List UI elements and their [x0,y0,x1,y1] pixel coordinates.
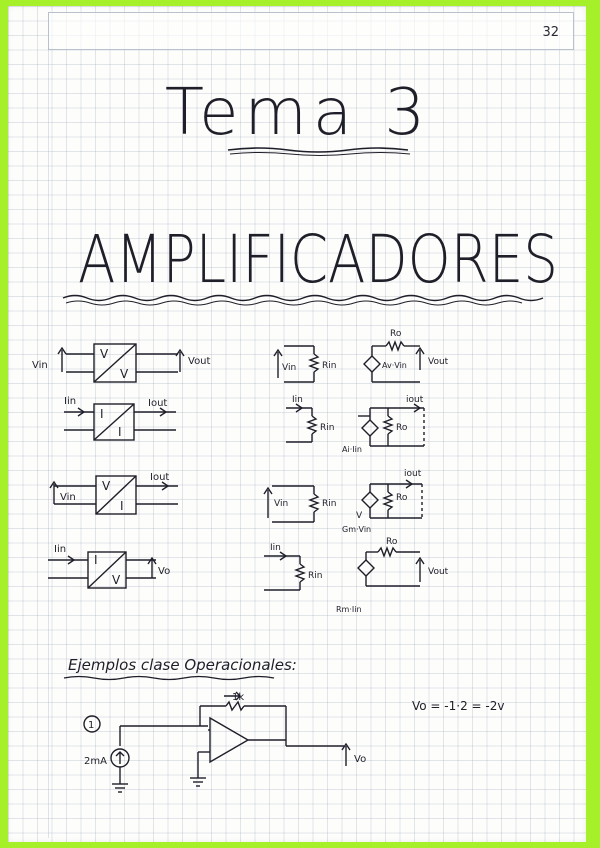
model-transconductance-iout: iout [404,469,422,479]
subtitle-underline [62,294,544,302]
block-transconductance-out-label: Iout [150,472,169,483]
block-transconductance-top: V [102,479,111,493]
model-voltage-amplifier [273,340,425,383]
block-voltage-bottom: V [120,367,129,381]
title-underline-2 [229,152,411,156]
block-voltage-out-label: Vout [188,356,211,367]
block-current-amplifier [64,403,176,441]
block-transresistance-top: I [94,553,98,567]
block-transconductance-bottom: I [120,499,124,513]
model-current-iin: Iin [292,395,303,405]
block-voltage-amplifier [57,343,185,383]
block-transresistance-in-label: Iin [54,544,66,555]
page-header: 32 [48,12,574,50]
model-current-ro: Ro [396,423,408,433]
block-current-bottom: I [118,425,122,439]
notebook-page: 32 Tema 3 Amplificadores [8,6,586,842]
examples-heading: Ejemplos clase Operacionales: [68,656,297,674]
model-transresistance-amplifier [264,546,425,591]
block-current-in-label: Iin [64,396,76,407]
model-transconductance-rin: Rin [322,499,336,509]
model-transconductance-src: Gm·Vin [342,525,371,534]
title-underline [227,147,409,153]
example-output-label: Vo [354,754,366,765]
block-transconductance-amplifier [49,475,178,515]
block-current-out-label: Iout [148,398,167,409]
model-transconductance-ro: Ro [396,493,408,503]
examples-heading-underline [63,675,275,681]
model-current-src: Ai·Iin [342,445,362,454]
block-voltage-in-label: Vin [32,360,48,371]
example-number: 1 [88,720,94,731]
model-transconductance-amplifier [263,479,423,523]
model-voltage-src: Av·Vin [382,361,407,370]
page-number: 32 [542,25,559,40]
model-voltage-vin: Vin [282,363,296,373]
model-voltage-vout: Vout [428,357,449,367]
model-voltage-ro: Ro [390,329,402,339]
block-transresistance-amplifier [48,551,157,589]
block-current-top: I [100,407,104,421]
example-feedback-label: 1k [232,692,244,703]
page-subtitle: Amplificadores [78,221,558,298]
example-equation: Vo = -1·2 = -2v [412,699,504,713]
model-transresistance-vout: Vout [428,567,449,577]
block-voltage-top: V [100,347,109,361]
model-current-iout: iout [406,395,424,405]
block-transresistance-bottom: V [112,573,121,587]
model-transconductance-v: V [356,511,363,521]
block-transresistance-out-label: Vo [158,566,170,577]
model-transresistance-rin: Rin [308,571,322,581]
model-transconductance-vin: Vin [274,499,288,509]
model-transresistance-ro: Ro [386,537,398,547]
model-transresistance-src: Rm·Iin [336,605,362,614]
block-transconductance-in-label: Vin [60,492,76,503]
model-current-amplifier [286,403,425,447]
model-current-rin: Rin [320,423,334,433]
model-transresistance-iin: Iin [270,543,281,553]
example-source-label: 2mA [84,756,107,767]
page-title: Tema 3 [165,76,431,150]
example-1-circuit [83,691,351,793]
handwritten-content: Tema 3 Amplificadores [32,76,558,793]
model-voltage-rin: Rin [322,361,336,371]
margin-line [48,48,49,838]
subtitle-underline-2 [65,300,523,306]
